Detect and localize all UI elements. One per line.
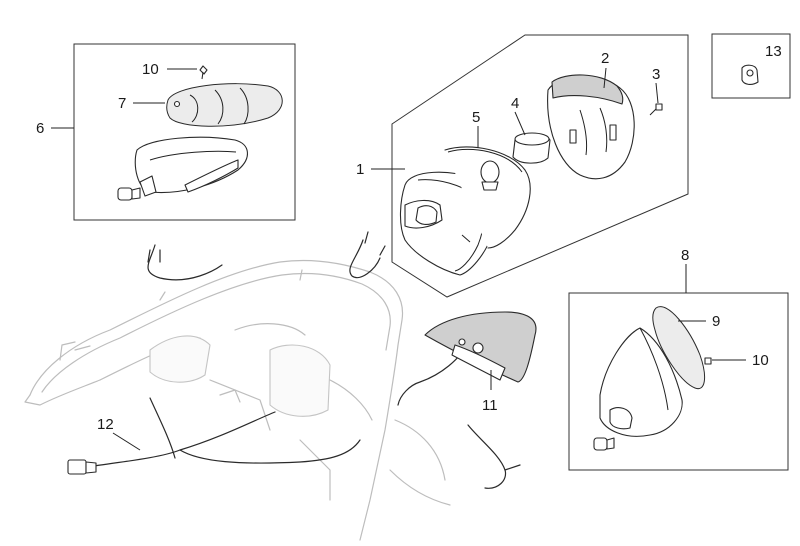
callout-8: 8 xyxy=(681,247,689,264)
callout-1: 1 xyxy=(356,161,364,178)
tail-light-box-1 xyxy=(391,34,689,298)
callout-11: 11 xyxy=(482,397,498,414)
rear-lamp-kit-6 xyxy=(117,65,283,201)
callout-6: 6 xyxy=(36,120,44,137)
kit-box-8 xyxy=(568,292,789,471)
side-lamp-kit-8 xyxy=(593,306,712,451)
callout-9: 9 xyxy=(712,313,720,330)
callout-7: 7 xyxy=(118,95,126,112)
leader-lines xyxy=(51,67,746,451)
callout-10-right: 10 xyxy=(752,352,769,369)
callout-10-top: 10 xyxy=(142,61,159,78)
callout-5: 5 xyxy=(472,109,480,126)
callout-2: 2 xyxy=(601,50,609,67)
callout-12: 12 xyxy=(97,416,114,433)
scooter-rear-frame-ghost xyxy=(24,259,451,541)
wiring-harness xyxy=(67,231,521,489)
callout-4: 4 xyxy=(511,95,519,112)
clip-13 xyxy=(741,64,759,85)
callout-numbers: 10 7 6 1 5 4 2 3 13 8 9 10 11 12 xyxy=(36,43,782,433)
tail-light-assembly-1 xyxy=(399,74,663,276)
kit-box-6 xyxy=(73,43,296,221)
kit-box-13 xyxy=(711,33,791,99)
lamp-assembly-11 xyxy=(424,311,537,383)
callout-13: 13 xyxy=(765,43,782,60)
callout-3: 3 xyxy=(652,66,660,83)
